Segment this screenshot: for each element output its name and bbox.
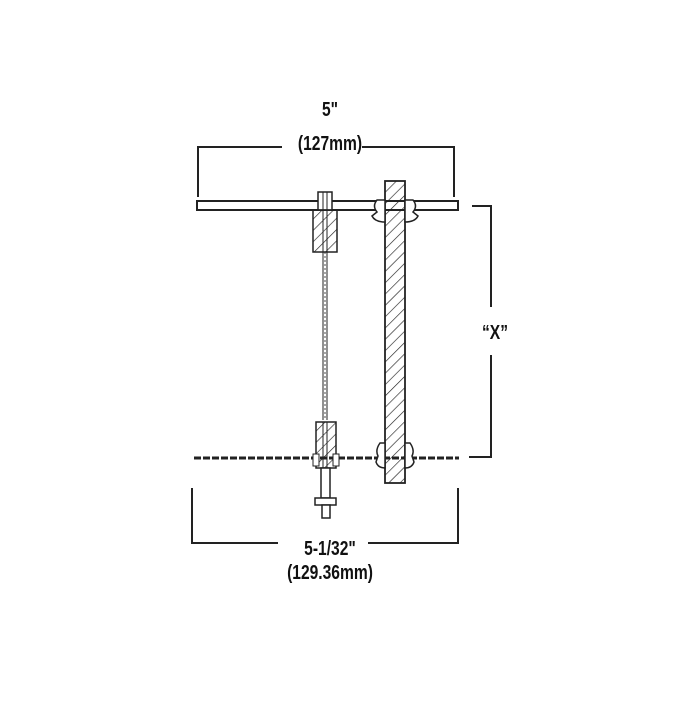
top-width-metric-label: (127mm) — [297, 133, 363, 155]
top-dimension-bracket — [197, 146, 455, 197]
bottom-rod-nuts — [375, 442, 415, 469]
bottom-width-metric-label: (129.36mm) — [287, 562, 373, 584]
top-rod-nuts — [371, 199, 419, 223]
threaded-rod — [384, 180, 406, 484]
top-cable-gripper — [312, 191, 338, 253]
suspension-cable — [322, 252, 328, 420]
height-dimension-bracket — [469, 205, 492, 458]
height-x-label: “X” — [481, 322, 509, 344]
bottom-width-imperial-label: 5-1/32" — [304, 538, 356, 560]
bottom-cable-gripper — [312, 421, 340, 519]
top-width-imperial-label: 5" — [321, 99, 339, 121]
bottom-dimension-bracket — [191, 488, 459, 544]
